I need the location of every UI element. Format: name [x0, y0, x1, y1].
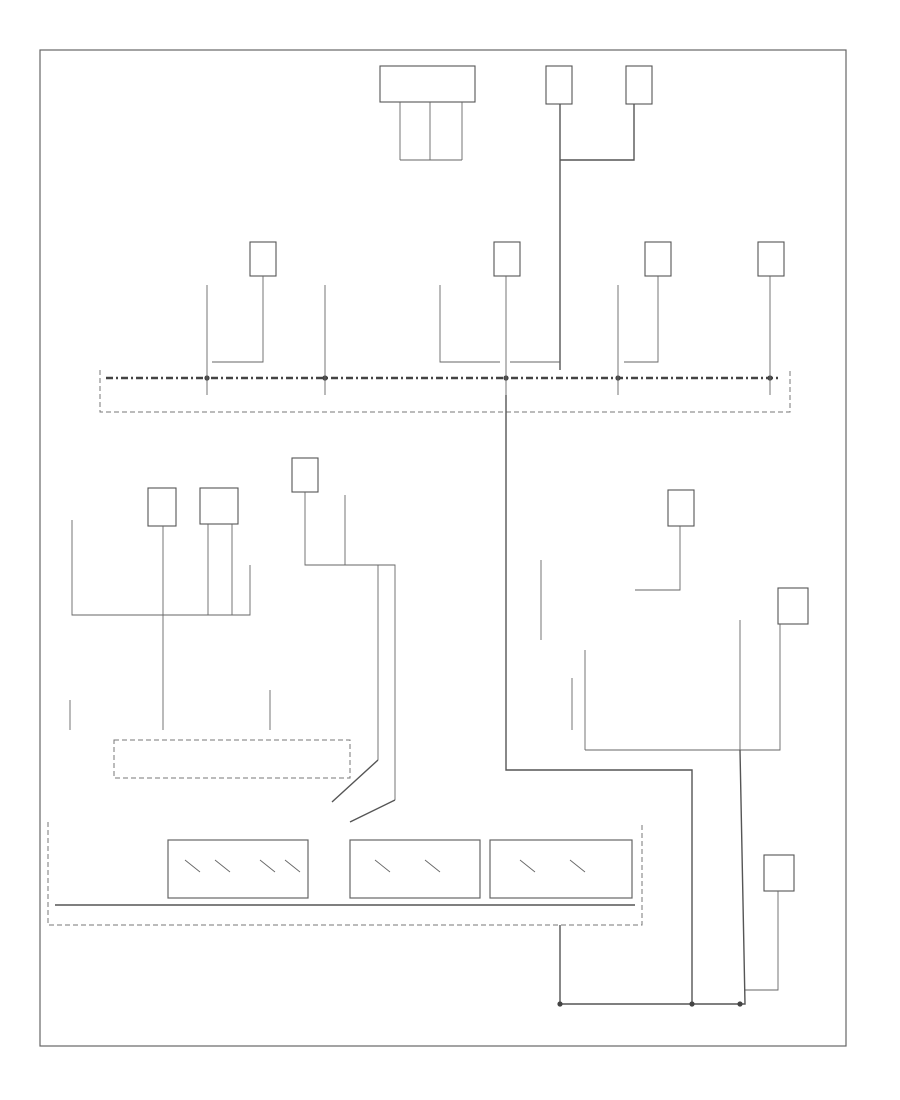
component-box: [291, 457, 319, 493]
switch-section: [167, 839, 309, 899]
right-lower-group: [540, 489, 809, 991]
upper-drop-wires: [206, 276, 771, 395]
ground-splice: [557, 1001, 563, 1007]
top-left-wires: [399, 102, 463, 161]
switch-section: [349, 839, 481, 899]
left-lower-block-outline: [113, 739, 351, 779]
right-lower-wires: [540, 526, 781, 991]
lower-junction-wires: [331, 759, 396, 823]
component-box: [249, 241, 277, 277]
bottom-ground-rail: [557, 749, 746, 1007]
diagram-frame: [39, 49, 847, 1047]
ground-splice: [737, 1001, 743, 1007]
component-box: [199, 487, 239, 525]
upper-ground-bus: [99, 241, 791, 1004]
ground-splice: [689, 1001, 695, 1007]
switch-section: [489, 839, 633, 899]
bottom-switch-block: [47, 822, 643, 1004]
component-box: [757, 241, 785, 277]
component-box: [777, 587, 809, 625]
switch-contacts: [184, 859, 586, 873]
module-box-top-right: [625, 65, 653, 105]
module-box-top-left: [379, 65, 476, 103]
top-center-trunk: [559, 104, 635, 370]
component-box: [493, 241, 521, 277]
component-box: [667, 489, 695, 527]
component-box: [763, 854, 795, 892]
switch-block-outline: [47, 822, 643, 926]
top-module-group: [379, 65, 653, 370]
ground-rail: [560, 749, 746, 1005]
bus-dashed-outline: [99, 370, 791, 413]
component-box: [644, 241, 672, 277]
bus-to-lower-trunk: [505, 395, 693, 1004]
module-box-top-center: [545, 65, 573, 105]
left-lower-wires: [69, 492, 396, 800]
left-lower-group: [69, 457, 396, 823]
component-box: [147, 487, 177, 527]
